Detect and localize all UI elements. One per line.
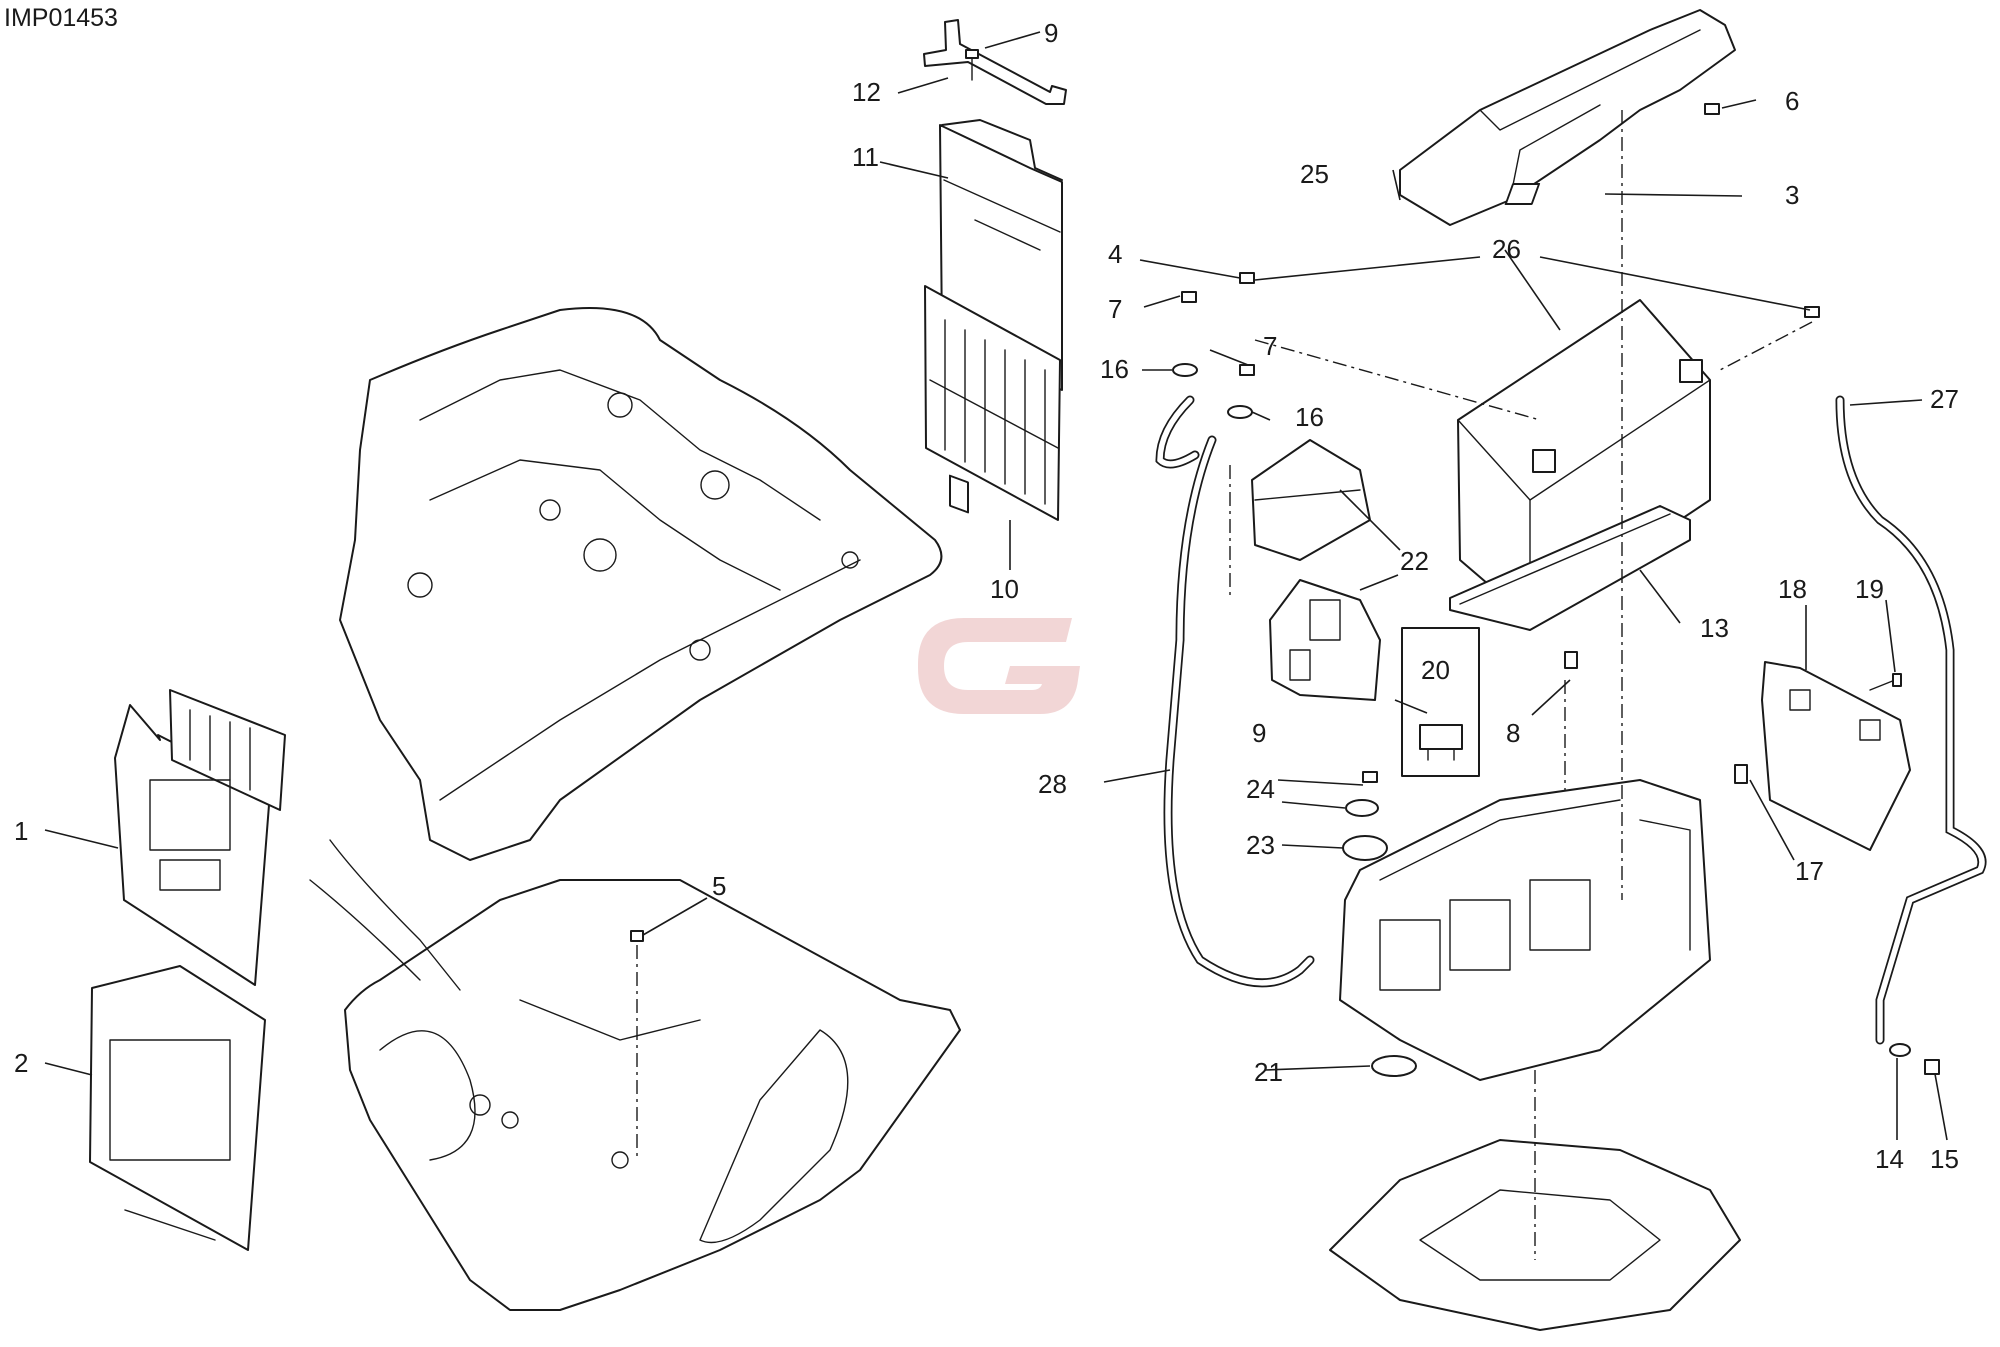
callout-14: 15 <box>1930 1144 1959 1174</box>
callout-8: 8 <box>1506 718 1520 748</box>
callout-22: 22 <box>1400 546 1429 576</box>
callout-5: 5 <box>712 871 726 901</box>
part-5-screw <box>630 930 644 1160</box>
callout-18: 18 <box>1778 574 1807 604</box>
part-17-clip <box>1734 764 1748 784</box>
fuse-detail-box <box>1401 627 1480 777</box>
callout-1: 1 <box>14 816 28 846</box>
fuse-box-base <box>1339 779 1711 1081</box>
callout-12: 12 <box>852 77 881 107</box>
callout-9-top: 9 <box>1044 18 1058 48</box>
callout-26: 26 <box>1492 234 1521 264</box>
assembly-lines <box>1229 110 1813 1260</box>
subframe-lower <box>309 839 961 1311</box>
callout-16-left: 16 <box>1100 354 1129 384</box>
part-22-relay-cover <box>1251 439 1371 561</box>
part-12-bracket <box>923 19 1067 105</box>
callout-20: 20 <box>1421 655 1450 685</box>
part-6-screw <box>1704 103 1720 115</box>
callout-21: 21 <box>1254 1057 1283 1087</box>
part-15-battery-tray <box>1449 505 1691 631</box>
cable-16 <box>1155 395 1200 469</box>
part-25-battery-cover <box>1399 9 1736 226</box>
callout-6: 6 <box>1785 86 1799 116</box>
callout-13: 14 <box>1875 1144 1904 1174</box>
callout-9-mid: 9 <box>1252 718 1266 748</box>
part-10-holder <box>924 285 1061 521</box>
callout-16-right: 16 <box>1295 402 1324 432</box>
callout-24: 24 <box>1246 774 1275 804</box>
cable-27 <box>1835 395 1987 1045</box>
callout-11: 11 <box>852 142 879 172</box>
subframe-upper <box>339 307 943 861</box>
callout-10: 10 <box>990 574 1019 604</box>
callout-27: 27 <box>1930 384 1959 414</box>
part-1-ecu <box>114 689 286 986</box>
callout-19: 19 <box>1855 574 1884 604</box>
callout-28: 28 <box>1038 769 1067 799</box>
relay <box>1269 579 1381 701</box>
callout-4: 4 <box>1108 239 1122 269</box>
callout-15: 13 <box>1700 613 1729 643</box>
watermark-logo <box>918 618 1080 714</box>
part-3-clip <box>1504 183 1541 205</box>
leader-lines <box>44 31 1948 1141</box>
callout-23: 23 <box>1246 830 1275 860</box>
part-9-screw-top <box>965 49 979 81</box>
part-19-screw <box>1869 673 1902 691</box>
callout-3: 3 <box>1785 180 1799 210</box>
callout-labels: 9 12 11 10 1 2 5 25 3 6 4 7 16 7 16 26 2… <box>14 18 1959 1174</box>
callout-17: 17 <box>1795 856 1824 886</box>
part-2-ecu-cover <box>89 965 266 1251</box>
callout-2: 2 <box>14 1048 28 1078</box>
cable-28 <box>1163 435 1315 988</box>
part-18-regulator <box>1761 661 1911 851</box>
drawing-code: IMP01453 <box>4 4 118 32</box>
callout-7-right: 7 <box>1263 331 1277 361</box>
callout-7-left: 7 <box>1108 294 1122 324</box>
callout-25: 25 <box>1300 159 1329 189</box>
